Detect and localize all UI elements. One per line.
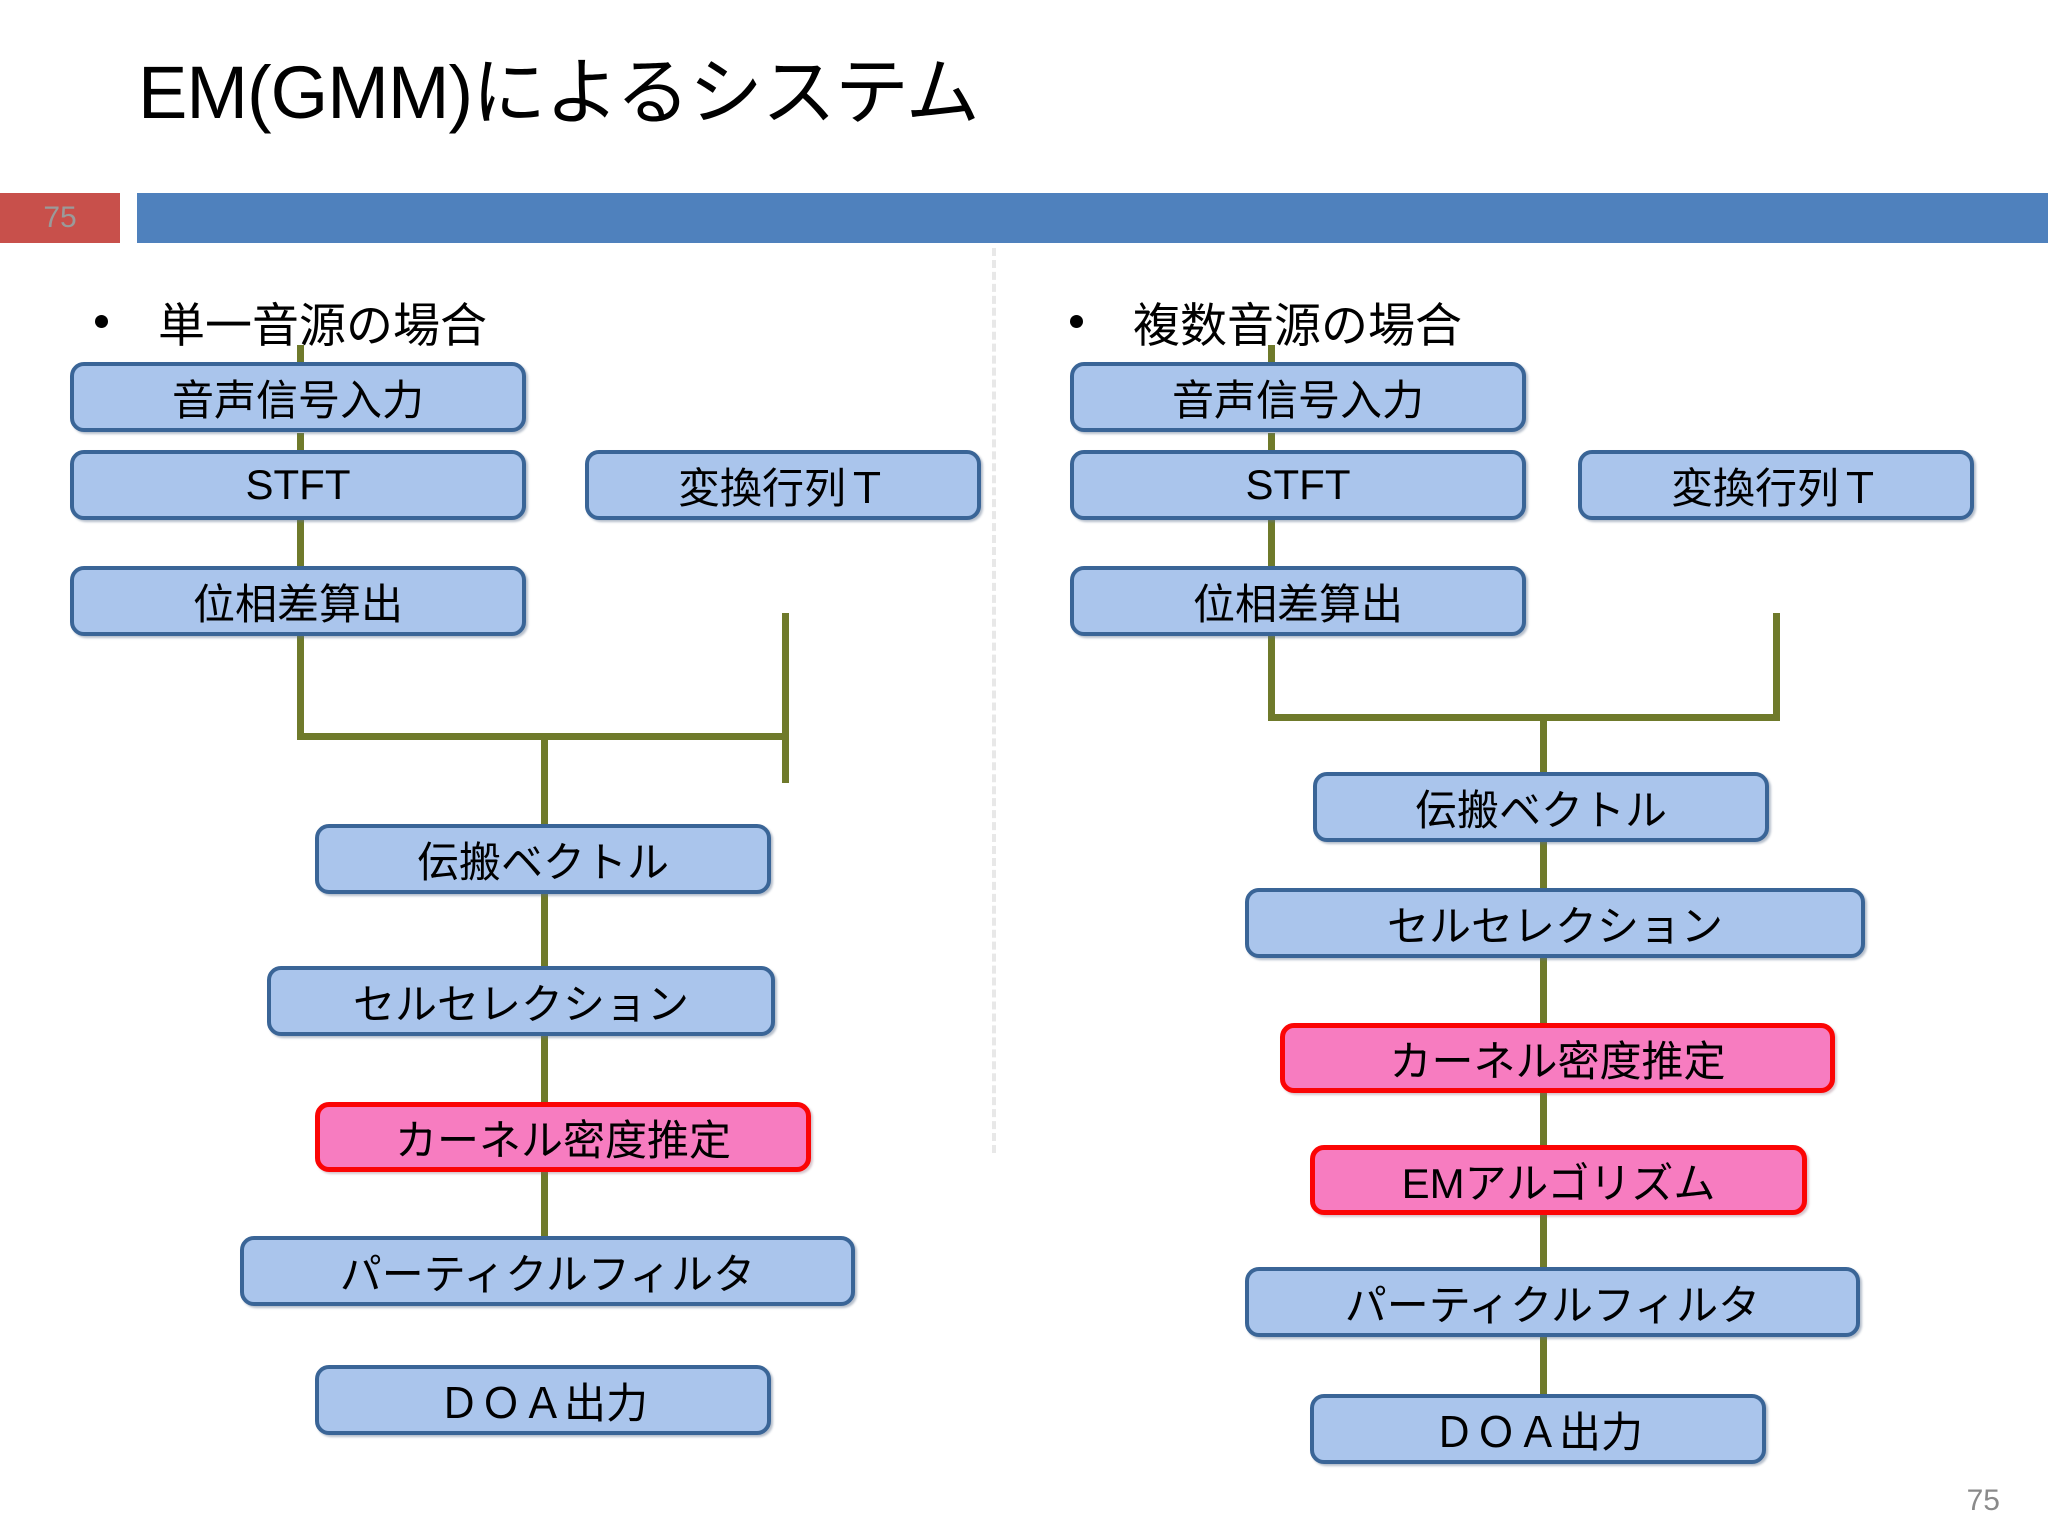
- node-right-em-algorithm[interactable]: EMアルゴリズム: [1310, 1145, 1807, 1215]
- node-right-transform-matrix[interactable]: 変換行列Ｔ: [1578, 450, 1974, 520]
- node-left-cell-selection[interactable]: セルセレクション: [267, 966, 775, 1036]
- node-right-audio-input[interactable]: 音声信号入力: [1070, 362, 1526, 432]
- bullet-dot-icon: [1070, 315, 1083, 328]
- node-right-propagation-vec[interactable]: 伝搬ベクトル: [1313, 772, 1769, 842]
- node-right-stft[interactable]: STFT: [1070, 450, 1526, 520]
- node-right-doa-output[interactable]: ＤＯＡ出力: [1310, 1394, 1766, 1464]
- bullet-dot-icon: [95, 315, 108, 328]
- bullet-single-source: 単一音源の場合: [95, 287, 487, 356]
- node-left-particle-filter[interactable]: パーティクルフィルタ: [240, 1236, 855, 1306]
- node-left-stft[interactable]: STFT: [70, 450, 526, 520]
- connector-r-matrix-down: [1773, 613, 1780, 718]
- node-left-kde[interactable]: カーネル密度推定: [315, 1102, 811, 1172]
- bullet-multi-source: 複数音源の場合: [1070, 287, 1462, 356]
- page-title: EM(GMM)によるシステム: [138, 51, 980, 134]
- node-left-doa-output[interactable]: ＤＯＡ出力: [315, 1365, 771, 1435]
- node-right-particle-filter[interactable]: パーティクルフィルタ: [1245, 1267, 1860, 1337]
- node-left-phase-diff[interactable]: 位相差算出: [70, 566, 526, 636]
- connector-r-bus: [1268, 714, 1780, 721]
- connector-l-matrix-down: [782, 613, 789, 783]
- title-accent-bar: [137, 193, 2048, 243]
- bullet-label: 複数音源の場合: [1133, 299, 1462, 352]
- node-left-audio-input[interactable]: 音声信号入力: [70, 362, 526, 432]
- node-left-transform-matrix[interactable]: 変換行列Ｔ: [585, 450, 981, 520]
- node-right-cell-selection[interactable]: セルセレクション: [1245, 888, 1865, 958]
- node-left-propagation-vec[interactable]: 伝搬ベクトル: [315, 824, 771, 894]
- node-right-kde[interactable]: カーネル密度推定: [1280, 1023, 1835, 1093]
- page-number: 75: [1966, 1484, 2000, 1517]
- slide-number-badge: 75: [0, 193, 120, 243]
- bullet-label: 単一音源の場合: [158, 299, 487, 352]
- node-right-phase-diff[interactable]: 位相差算出: [1070, 566, 1526, 636]
- column-divider: [992, 248, 996, 1153]
